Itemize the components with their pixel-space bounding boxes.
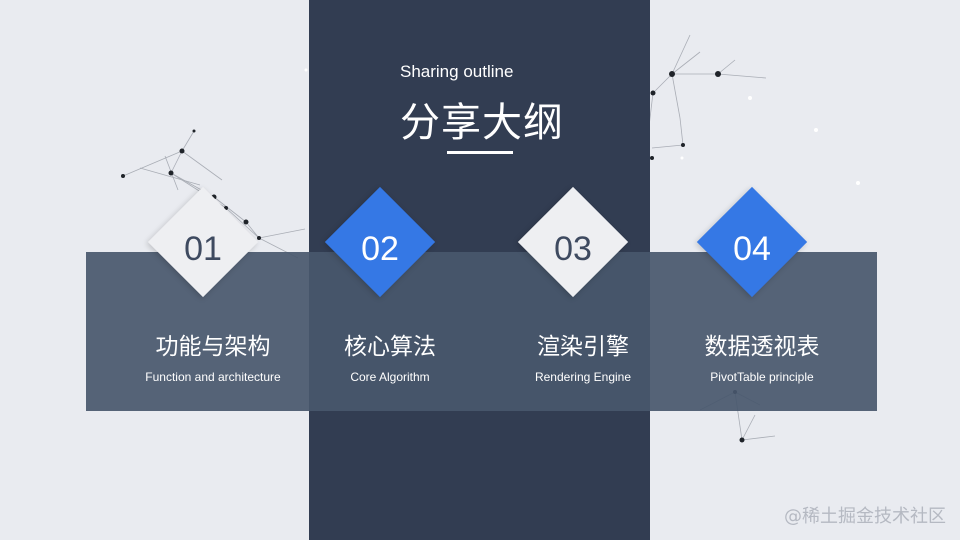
item-title-en: PivotTable principle xyxy=(710,370,814,384)
page-title: 分享大纲 xyxy=(400,100,564,146)
outline-item-4: 04 数据透视表 PivotTable principle xyxy=(650,186,880,411)
outline-item-1: 01 功能与架构 Function and architecture xyxy=(101,186,331,411)
item-title-en: Function and architecture xyxy=(145,370,281,384)
subtitle: Sharing outline xyxy=(400,62,514,81)
item-title-cn: 功能与架构 xyxy=(155,334,271,360)
item-number: 02 xyxy=(361,230,399,268)
item-title-cn: 渲染引擎 xyxy=(537,334,629,360)
outline-item-2: 02 核心算法 Core Algorithm xyxy=(278,186,508,411)
item-title-en: Rendering Engine xyxy=(534,370,632,384)
item-title-cn: 核心算法 xyxy=(344,334,436,360)
outline-item-3: 03 渲染引擎 Rendering Engine xyxy=(471,186,701,411)
watermark: @稀土掘金技术社区 xyxy=(784,506,946,527)
item-title-cn: 数据透视表 xyxy=(704,334,820,360)
item-number: 01 xyxy=(184,230,222,268)
item-number: 03 xyxy=(554,230,592,268)
title-underline xyxy=(447,151,513,154)
item-number: 04 xyxy=(733,230,771,268)
item-title-en: Core Algorithm xyxy=(350,370,430,384)
